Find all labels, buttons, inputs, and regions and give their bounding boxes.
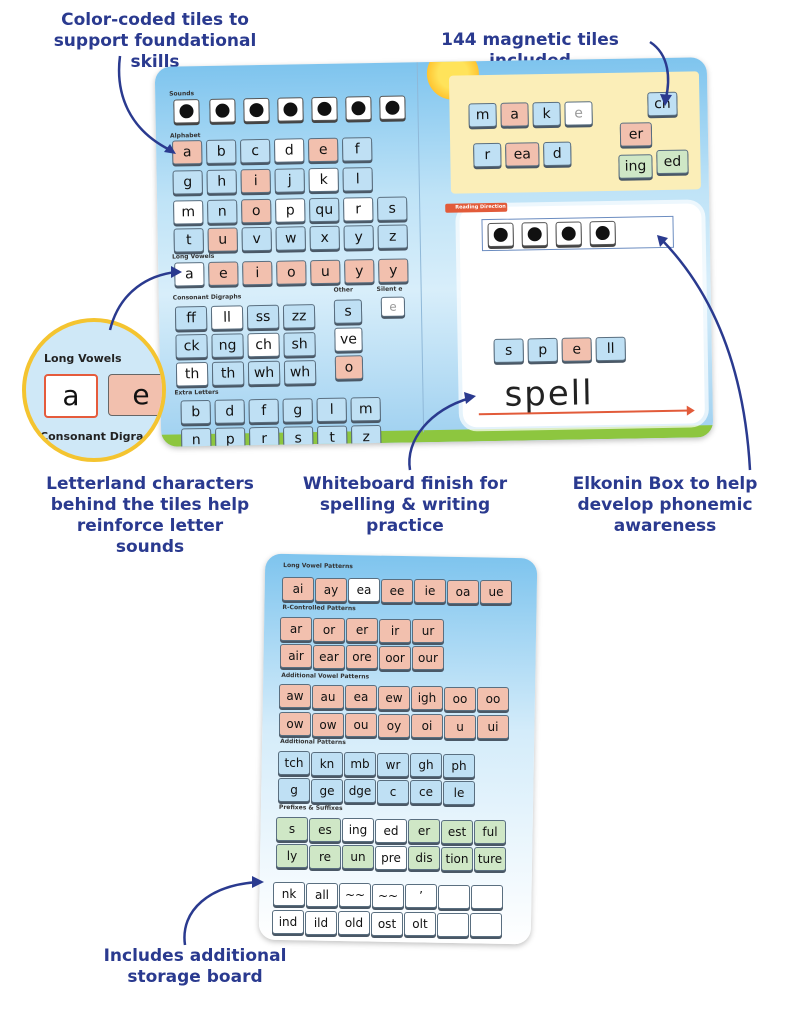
storage-tile[interactable]: ow [279,712,311,736]
storage-tile[interactable]: ai [282,577,314,601]
callout-whiteboard: Whiteboard finish for spelling & writing… [302,474,508,536]
storage-tile[interactable]: g [278,778,310,802]
storage-tile[interactable]: re [309,844,341,869]
storage-tile[interactable]: ly [276,844,308,868]
storage-tile[interactable] [470,913,502,937]
storage-tile[interactable]: old [338,911,370,935]
storage-tile[interactable]: ph [443,753,475,778]
storage-tile[interactable]: ea [348,578,380,602]
zoom-consonant-label: Consonant Digra [40,430,144,443]
storage-tile[interactable]: tion [441,846,473,871]
callout-storage: Includes additional storage board [103,946,287,987]
storage-tile[interactable]: ie [414,579,446,603]
storage-tile[interactable]: le [443,780,475,805]
storage-tile[interactable]: ir [379,618,411,643]
storage-tile[interactable] [471,885,503,909]
arrowhead-icon [657,235,668,247]
zoom-tile-e: e [108,374,162,416]
storage-tile[interactable]: oo [477,687,509,711]
storage-tile[interactable]: ful [474,820,506,844]
storage-tile[interactable]: ue [480,580,512,604]
arrowhead-icon [660,94,672,106]
storage-tile[interactable]: c [377,779,409,804]
storage-tile[interactable]: ui [477,715,509,739]
storage-tile[interactable]: ee [381,578,413,603]
callout-letterland: Letterland characters behind the tiles h… [46,474,254,557]
storage-tile[interactable]: tch [278,751,310,775]
storage-tile[interactable]: er [408,819,440,843]
storage-tile[interactable]: oy [378,713,410,738]
storage-tile[interactable]: au [312,684,344,709]
storage-tile[interactable] [438,884,470,909]
storage-tile[interactable]: ow [312,712,344,737]
storage-tile[interactable]: s [276,817,308,841]
storage-tile[interactable]: olt [404,912,436,936]
storage-tile[interactable]: ur [412,619,444,643]
storage-tile[interactable]: oa [447,579,479,604]
storage-tile[interactable]: aw [279,684,311,708]
storage-tile[interactable]: ing [342,818,374,842]
storage-tile[interactable]: ’ [405,884,437,908]
storage-tile[interactable]: ce [410,780,442,804]
storage-tile[interactable]: ~~ [372,883,404,908]
storage-tile[interactable]: ew [378,685,410,710]
storage-tile[interactable]: ore [346,645,378,669]
storage-tile[interactable]: oi [411,714,443,738]
arrow-letterland [108,270,177,331]
storage-tile[interactable]: es [309,817,341,842]
storage-tile[interactable]: kn [311,751,343,776]
arrowhead-icon [252,876,264,888]
storage-tile[interactable]: mb [344,752,376,776]
storage-tile[interactable]: ild [305,910,337,935]
storage-tile[interactable]: ind [272,910,304,934]
storage-tile[interactable]: nk [273,882,305,906]
storage-tile[interactable]: dis [408,846,440,870]
storage-tile[interactable]: our [412,646,444,670]
storage-tile[interactable]: ~~ [339,883,371,907]
arrow-elkonin [661,239,752,471]
storage-tile[interactable]: ar [280,617,312,641]
storage-tile[interactable]: ge [311,778,343,803]
arrow-whiteboard [408,396,471,471]
storage-tile[interactable]: er [346,618,378,642]
arrowhead-icon [164,144,176,154]
storage-tile[interactable]: ed [375,818,407,843]
storage-tile[interactable]: ear [313,644,345,669]
storage-tile[interactable]: un [342,845,374,869]
storage-tile[interactable]: pre [375,845,407,870]
storage-tile[interactable] [437,912,469,937]
storage-tile[interactable]: ost [371,911,403,936]
storage-tile[interactable]: gh [410,753,442,777]
zoom-long-vowels-label: Long Vowels [44,352,122,365]
arrow-storage [183,880,259,946]
storage-tile[interactable]: air [280,644,312,668]
storage-tile[interactable]: est [441,819,473,844]
storage-tile[interactable]: u [444,714,476,739]
callout-elkonin: Elkonin Box to help develop phonemic awa… [572,474,758,536]
arrowhead-icon [464,392,476,404]
storage-tile[interactable]: dge [344,779,376,803]
arrow-color-coded [117,55,171,152]
arrow-magnetic [649,40,670,99]
storage-tile[interactable]: ea [345,685,377,709]
storage-tile[interactable]: oo [444,686,476,711]
storage-tile[interactable]: ou [345,713,377,737]
zoom-detail: Long Vowels a e Consonant Digra [22,318,166,462]
storage-tile[interactable]: ture [474,847,506,871]
storage-tile[interactable]: wr [377,752,409,777]
storage-tile[interactable]: oor [379,645,411,670]
storage-tile[interactable]: ay [315,577,347,602]
arrowhead-icon [171,266,182,278]
storage-tile[interactable]: or [313,617,345,642]
callout-color-coded: Color-coded tiles to support foundationa… [53,10,257,72]
storage-tile[interactable]: all [306,882,338,907]
zoom-tile-a: a [44,374,98,418]
storage-tile[interactable]: igh [411,686,443,710]
